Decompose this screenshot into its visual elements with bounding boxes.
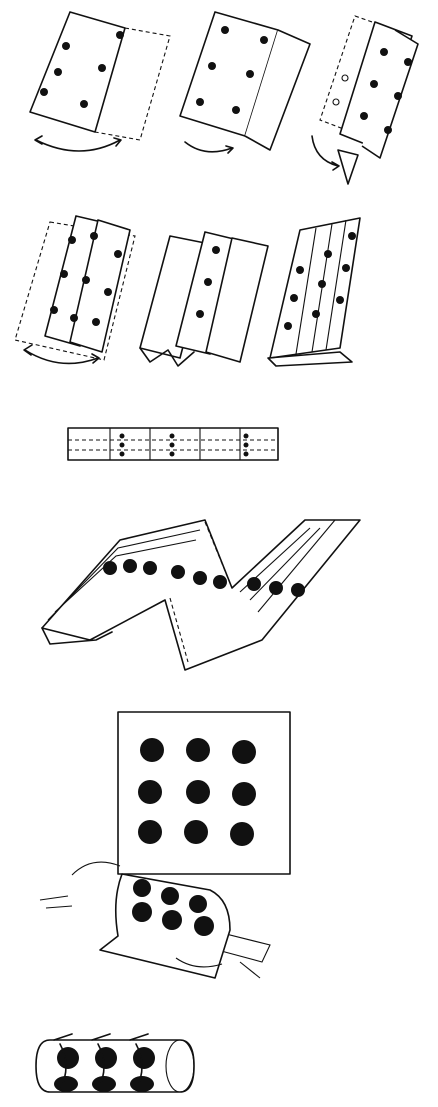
fold-step-5 [140,232,268,366]
fold-step-3 [312,16,418,184]
dotted-cylinder [36,1034,194,1092]
dotted-sheet [118,712,290,874]
zigzag-strip [42,520,360,670]
fold-arrow-icon [185,142,232,152]
fold-arrow-icon [312,136,338,166]
rolled-sheet [40,862,270,978]
folded-strip [68,428,278,460]
fold-step-4 [15,216,135,363]
fold-arrow-icon [36,140,120,151]
fold-step-1 [30,12,170,151]
fold-step-6 [268,218,360,366]
fold-step-2 [180,12,310,153]
